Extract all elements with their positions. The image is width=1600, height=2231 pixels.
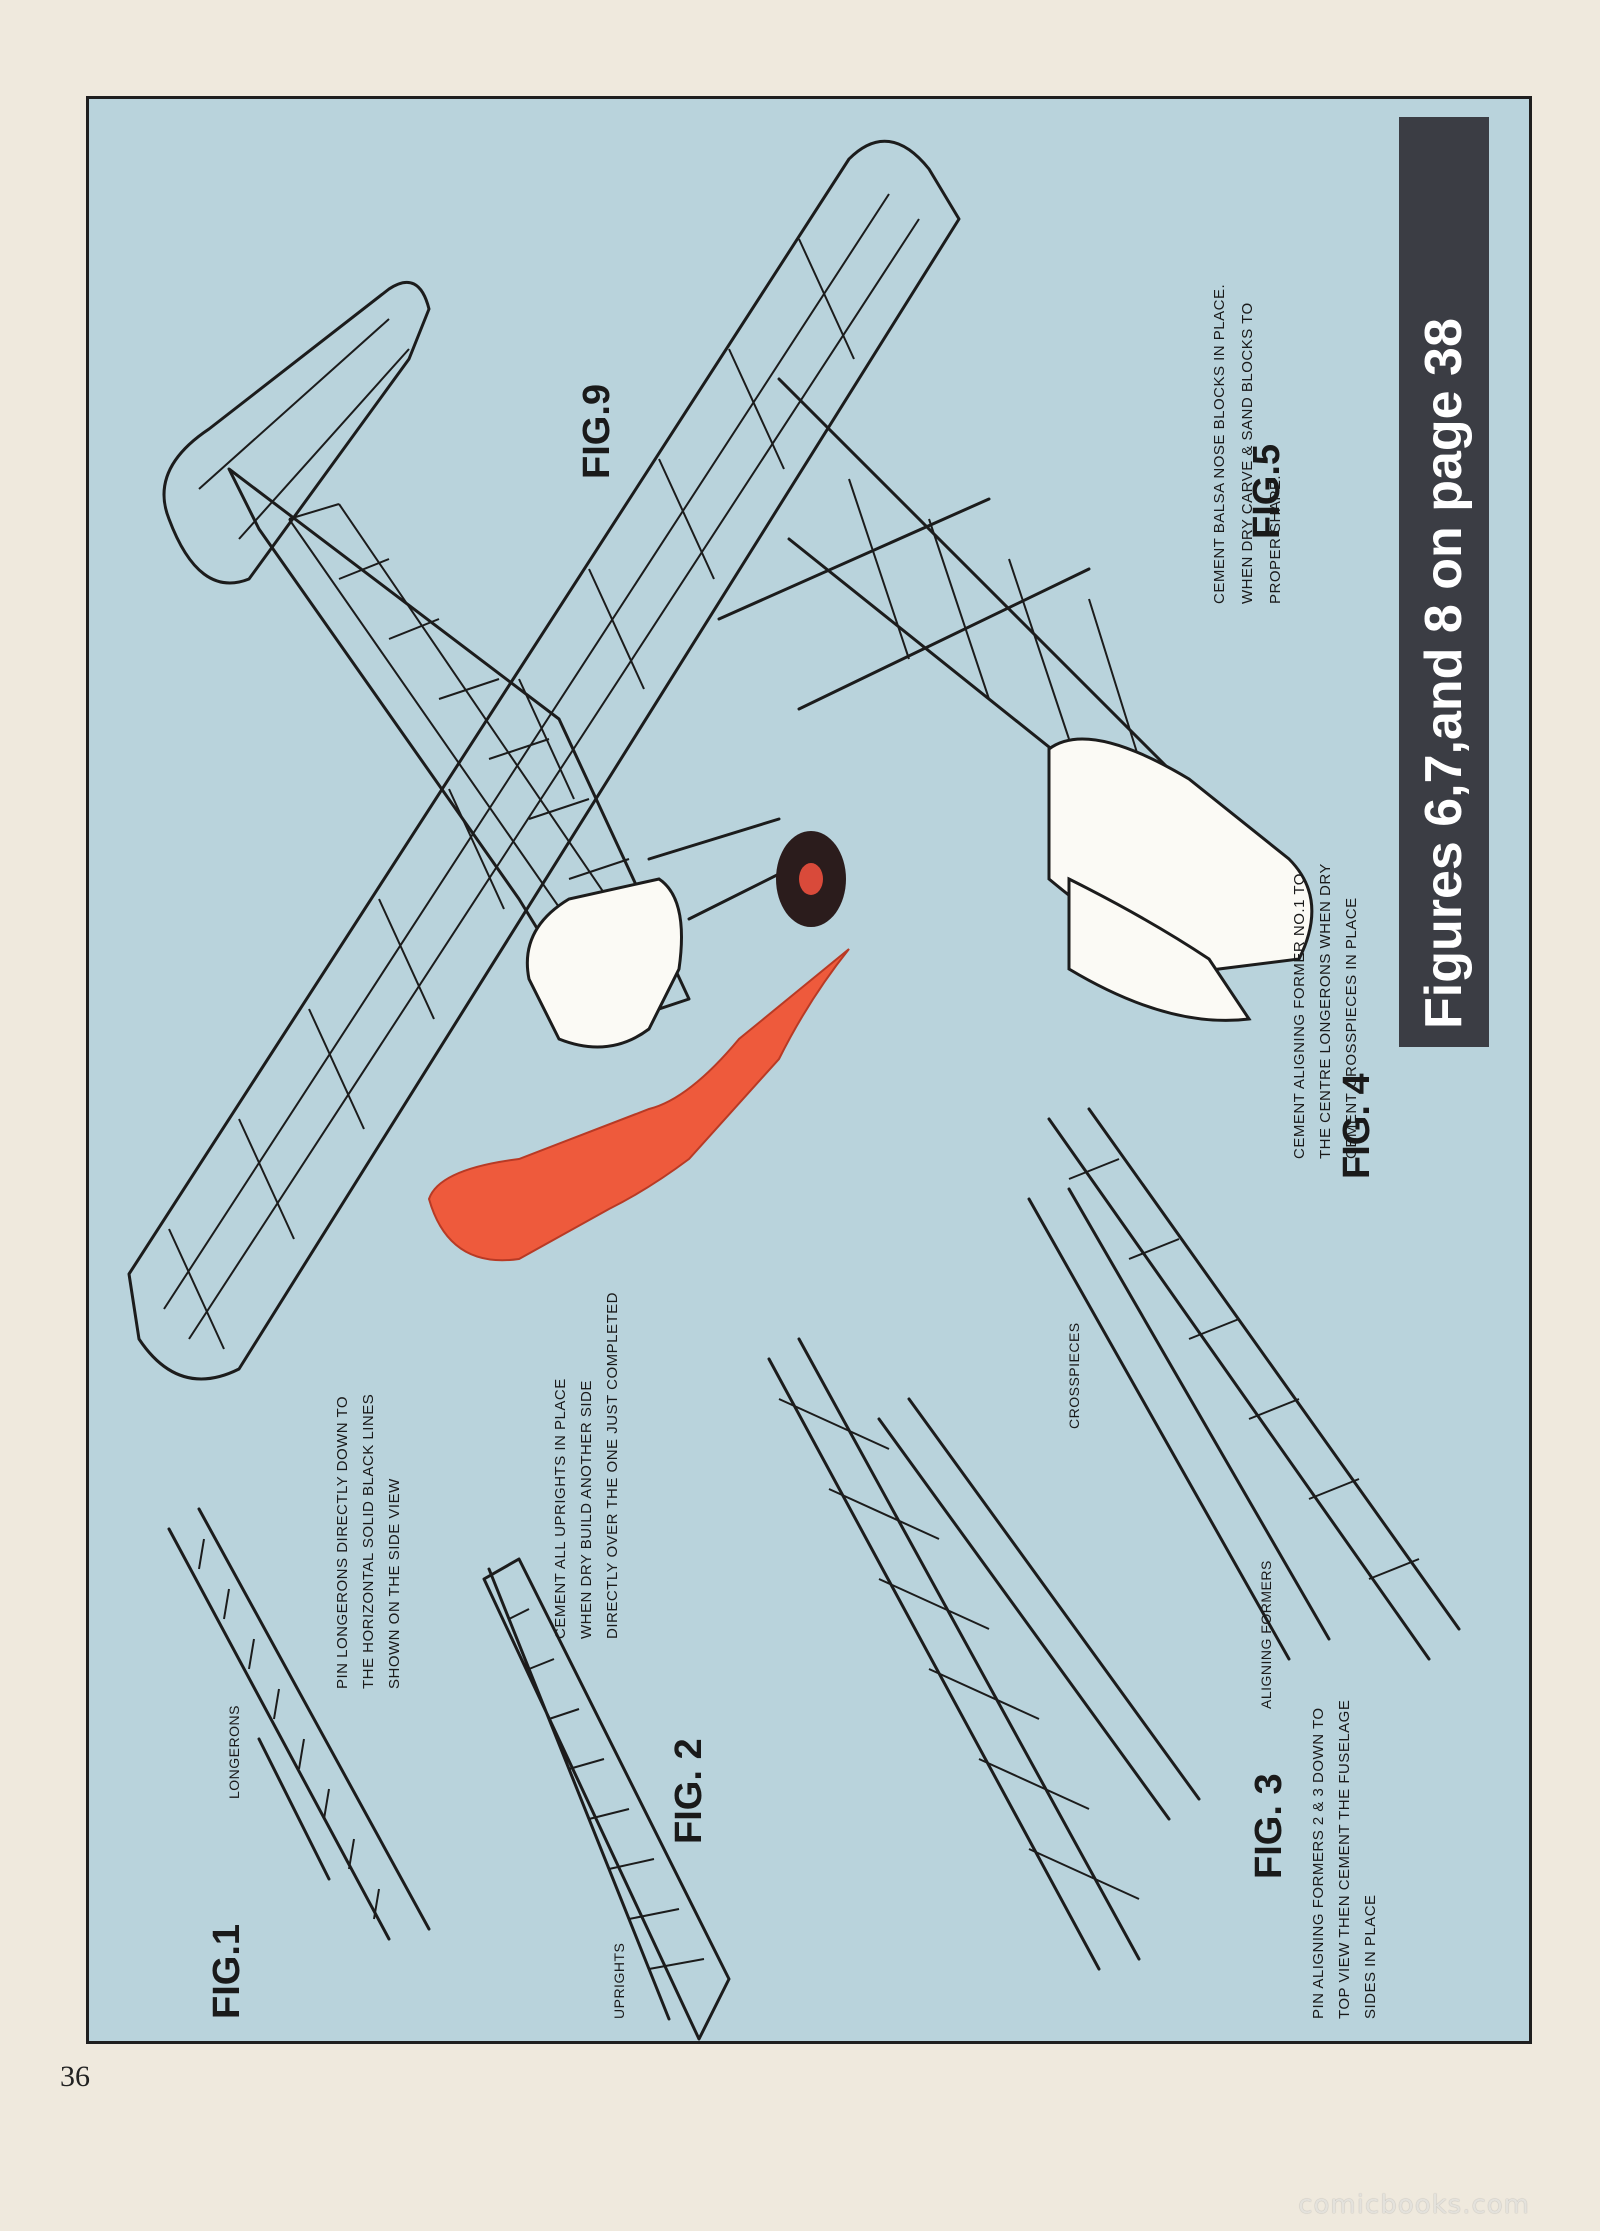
illustration-panel: Figures 6,7,and 8 on page 38 FIG.9 FIG.5… bbox=[86, 96, 1532, 2044]
fig1-note-2: THE HORIZONTAL SOLID BLACK LINES bbox=[360, 1394, 377, 1689]
fig3-title: FIG. 3 bbox=[1248, 1773, 1290, 1879]
fig4-note-2: THE CENTRE LONGERONS WHEN DRY bbox=[1317, 863, 1334, 1159]
fig4-title: FIG. 4 bbox=[1336, 1073, 1378, 1179]
fig2-title: FIG. 2 bbox=[668, 1738, 710, 1844]
propeller bbox=[427, 948, 850, 1262]
fig1-note-3: SHOWN ON THE SIDE VIEW bbox=[386, 1478, 403, 1689]
tail-ribs bbox=[198, 318, 410, 540]
fig5-note-1: CEMENT BALSA NOSE BLOCKS IN PLACE. bbox=[1211, 284, 1228, 604]
fig1-lines bbox=[167, 1507, 431, 1941]
fig2-outline bbox=[482, 1557, 731, 2041]
fig3-note-3: SIDES IN PLACE bbox=[1362, 1894, 1379, 2019]
wing-outline bbox=[127, 139, 961, 1381]
fig2-note-3: DIRECTLY OVER THE ONE JUST COMPLETED bbox=[604, 1292, 621, 1639]
fig2-upright-lines bbox=[508, 1608, 705, 1970]
wing-spars bbox=[163, 193, 920, 1340]
fig1-label: LONGERONS bbox=[226, 1705, 242, 1799]
fig4-note-3: CEMENT CROSSPIECES IN PLACE bbox=[1343, 897, 1360, 1159]
fig5-uprights bbox=[848, 478, 1140, 760]
figures-banner: Figures 6,7,and 8 on page 38 bbox=[1399, 117, 1489, 1047]
fig4-crosspieces: FIG. 4 CROSSPIECES CEMENT ALIGNING FORME… bbox=[1027, 863, 1461, 1661]
fig9-title: FIG.9 bbox=[576, 384, 618, 479]
tail-stabilizer bbox=[162, 280, 431, 585]
fig3-longerons bbox=[767, 1337, 1201, 1971]
fig1-title: FIG.1 bbox=[206, 1924, 248, 2019]
nose-block bbox=[525, 877, 683, 1049]
fig3-note-1: PIN ALIGNING FORMERS 2 & 3 DOWN TO bbox=[1310, 1708, 1327, 2020]
page-number: 36 bbox=[60, 2060, 90, 2093]
fig4-note-1: CEMENT ALIGNING FORMER NO.1 TO bbox=[1291, 873, 1308, 1159]
landing-gear bbox=[647, 817, 791, 921]
fig3-note-2: TOP VIEW THEN CEMENT THE FUSELAGE bbox=[1336, 1700, 1353, 2019]
fuselage-longerons bbox=[288, 503, 650, 980]
fuselage-crosspieces bbox=[288, 503, 665, 940]
fig1-note-1: PIN LONGERONS DIRECTLY DOWN TO bbox=[334, 1396, 351, 1689]
watermark: comicbooks.com bbox=[1298, 2190, 1530, 2220]
fig5-title: FIG.5 bbox=[1246, 444, 1288, 539]
fig5-nose-block-bottom bbox=[1067, 876, 1252, 1022]
fig4-longerons bbox=[1027, 1107, 1461, 1661]
fig5-note-3: PROPER SHAPE. bbox=[1267, 475, 1284, 604]
fig5-note-2: WHEN DRY CARVE & SAND BLOCKS TO bbox=[1239, 302, 1256, 604]
fig4-label: CROSSPIECES bbox=[1066, 1322, 1082, 1429]
fig5-nose-assembly: FIG.5 CEMENT BALSA NOSE BLOCKS IN PLACE.… bbox=[717, 284, 1314, 1022]
fig2-label: UPRIGHTS bbox=[611, 1943, 627, 2019]
fig1-longerons: FIG.1 LONGERONS PIN LONGERONS DIRECTLY D… bbox=[167, 1394, 431, 2019]
fig2-note-2: WHEN DRY BUILD ANOTHER SIDE bbox=[578, 1380, 595, 1639]
wheel-hub bbox=[799, 863, 823, 895]
fig9-airplane: FIG.9 bbox=[127, 139, 961, 1381]
fig1-pins bbox=[198, 1538, 380, 1920]
fig3-label: ALIGNING FORMERS bbox=[1258, 1560, 1274, 1709]
fig3-aligning-formers: FIG. 3 ALIGNING FORMERS PIN ALIGNING FOR… bbox=[767, 1337, 1379, 2020]
fig2-note-1: CEMENT ALL UPRIGHTS IN PLACE bbox=[552, 1378, 569, 1639]
banner-text: Figures 6,7,and 8 on page 38 bbox=[1415, 318, 1473, 1029]
fig3-formers bbox=[778, 1398, 1140, 1900]
fig4-crosspiece-lines bbox=[1068, 1158, 1420, 1580]
instruction-artwork: Figures 6,7,and 8 on page 38 FIG.9 FIG.5… bbox=[127, 117, 1489, 2041]
fig2-uprights: FIG. 2 UPRIGHTS CEMENT ALL UPRIGHTS IN P… bbox=[482, 1292, 731, 2041]
